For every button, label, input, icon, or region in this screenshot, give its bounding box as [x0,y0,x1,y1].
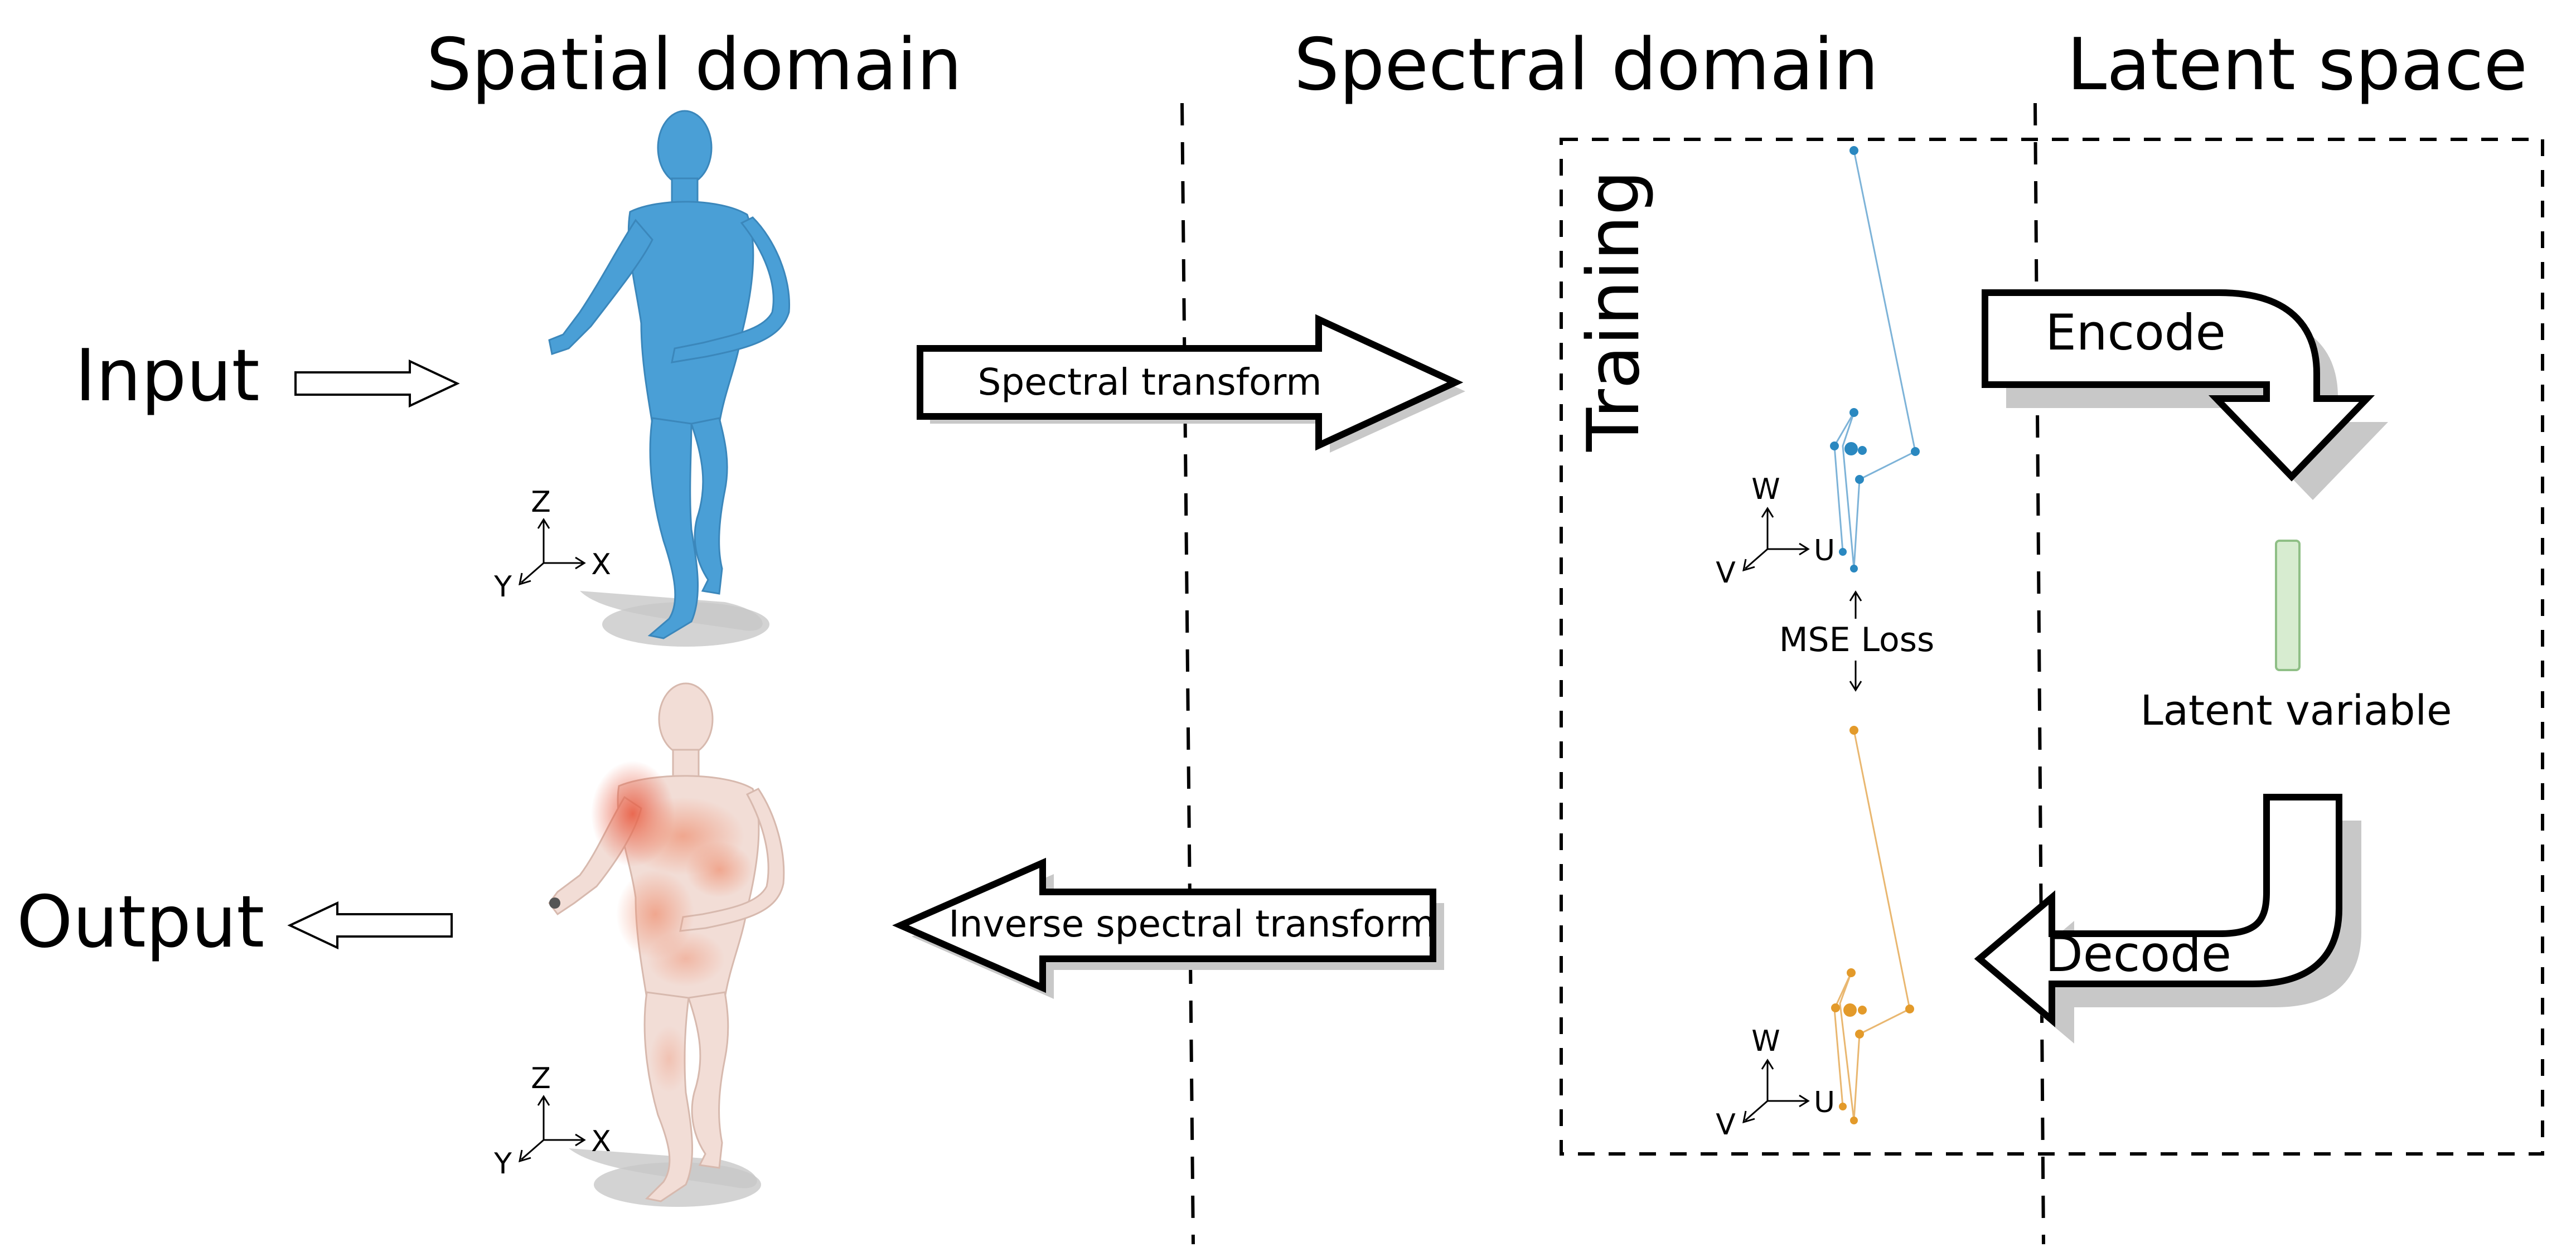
spectral-transform-label: Spectral transform [977,361,1321,404]
header-spectral-domain: Spectral domain [1294,23,1879,106]
output-axis-v: V [1716,1108,1736,1142]
output-label: Output [17,881,265,964]
output-hollow-arrow [287,901,453,950]
output-axis-w: W [1751,1025,1780,1058]
output-spectrum-plot [1831,726,1914,1124]
header-latent-space: Latent space [2067,23,2527,106]
output-spectral-axes [1742,1059,1810,1124]
output-axis-x: X [591,1125,611,1158]
encode-arrow [1982,289,2375,482]
output-spatial-axes [519,1095,586,1163]
header-spatial-domain: Spatial domain [427,23,962,106]
input-axis-x: X [591,548,611,581]
output-axis-u: U [1814,1086,1835,1119]
input-axis-z: Z [531,486,551,519]
encode-label: Encode [2045,304,2226,361]
output-axis-y: Y [493,1147,512,1181]
input-body-mesh [548,110,791,647]
input-hollow-arrow [294,359,460,408]
inverse-transform-arrow [892,857,1436,993]
input-axis-y: Y [493,570,512,604]
inverse-transform-label: Inverse spectral transform [948,903,1436,945]
divider-spatial-spectral [1180,103,1195,1245]
decode-arrow [1974,794,2342,1027]
input-axis-v: V [1716,556,1736,590]
spectral-transform-arrow [917,314,1464,451]
latent-variable-label: Latent variable [2140,687,2452,735]
divider-spectral-latent [2033,103,2045,1245]
input-axis-w: W [1751,473,1780,506]
input-spectral-axes [1742,507,1810,572]
input-spatial-axes [519,518,586,586]
input-axis-u: U [1814,534,1835,567]
input-label: Input [75,334,259,418]
mse-loss-label: MSE Loss [1779,620,1934,659]
decode-arrow-shadow [2002,821,2361,1044]
training-label: Training [1572,170,1655,452]
training-box [1560,138,2544,1156]
output-axis-z: Z [531,1062,551,1095]
latent-variable-bar [2275,540,2301,671]
decode-label: Decode [2045,925,2231,983]
mse-loss-connector [1849,590,1862,692]
input-spectrum-plot [1830,146,1920,572]
output-body-mesh [548,682,785,1207]
